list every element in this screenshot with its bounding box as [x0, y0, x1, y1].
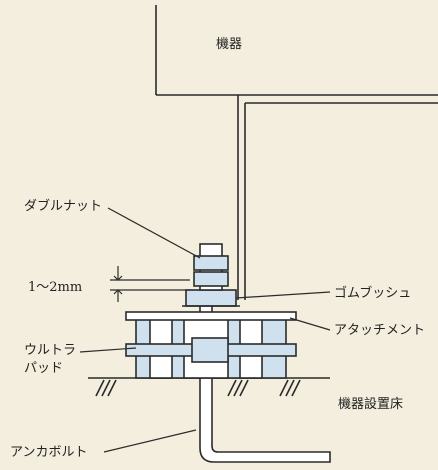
leader-ultra-pad: [79, 347, 137, 353]
nut-lower: [191, 337, 229, 363]
label-equipment: 機器: [216, 37, 242, 52]
label-attachment: アタッチメント: [334, 323, 425, 338]
rubber-bush: [185, 289, 237, 307]
leader-double-nut: [107, 207, 201, 259]
leader-rubber-bush: [235, 291, 331, 299]
label-rubber-bush: ゴムブッシュ: [334, 285, 411, 301]
label-ultra-pad-2: パッド: [24, 361, 63, 376]
label-install-floor: 機器設置床: [338, 396, 403, 412]
anchor-bolt: [199, 290, 331, 463]
attachment-plate: [125, 311, 297, 321]
leader-lines: [79, 207, 331, 453]
leader-anchor-bolt: [103, 429, 197, 453]
label-double-nut: ダブルナット: [24, 198, 102, 214]
label-gap: 1～2mm: [28, 280, 82, 295]
equipment-body: [155, 5, 438, 300]
double-nut: [193, 243, 229, 291]
leader-attachment: [289, 317, 331, 331]
gap-dimension: [110, 266, 190, 302]
label-anchor-bolt: アンカボルト: [10, 445, 87, 460]
label-ultra-pad-1: ウルトラ: [24, 343, 76, 358]
